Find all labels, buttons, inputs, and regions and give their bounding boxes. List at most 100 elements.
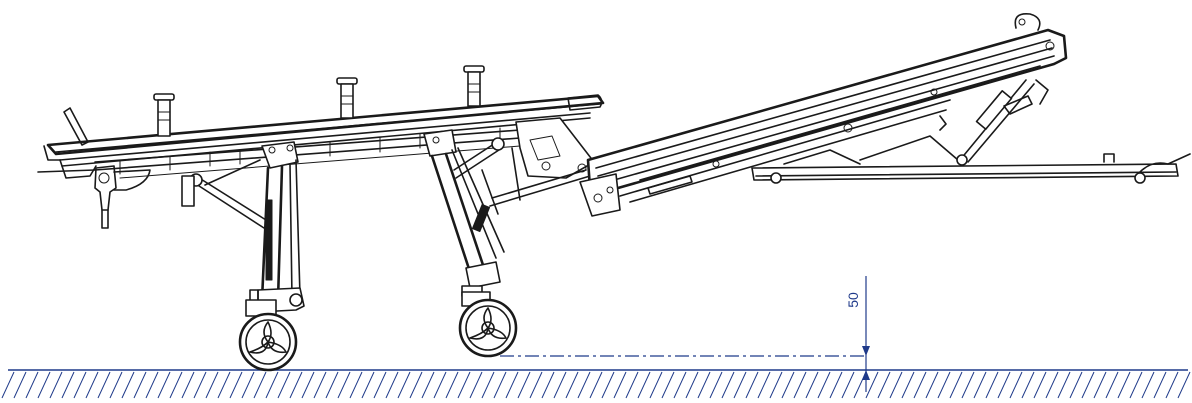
center-hinge (481, 117, 595, 215)
hatch-line (973, 371, 987, 399)
hatch-line (841, 371, 855, 399)
top-rail (46, 94, 605, 156)
hatch-line (541, 371, 555, 399)
hatch-line (1141, 371, 1155, 399)
hatch-line (709, 371, 723, 399)
hatch-line (397, 371, 411, 399)
ground-hatching (1, 371, 1191, 399)
hatch-line (685, 371, 699, 399)
dimension-arrow-bottom (862, 370, 870, 380)
hatch-line (109, 371, 123, 399)
hatch-line (997, 371, 1011, 399)
hatch-line (181, 371, 195, 399)
hatch-line (301, 371, 315, 399)
hatch-line (1009, 371, 1023, 399)
hatch-line (553, 371, 567, 399)
hatch-line (361, 371, 375, 399)
hatch-line (37, 371, 51, 399)
hatch-line (457, 371, 471, 399)
hatch-line (469, 371, 483, 399)
hatch-line (217, 371, 231, 399)
hatch-line (805, 371, 819, 399)
top-posts (153, 65, 485, 137)
hatch-line (937, 371, 951, 399)
hatch-line (601, 371, 615, 399)
hatch-line (637, 371, 651, 399)
hatch-line (97, 371, 111, 399)
hatch-line (325, 371, 339, 399)
hatch-line (157, 371, 171, 399)
hatch-line (85, 371, 99, 399)
dimension-value: 50 (845, 292, 861, 308)
hatch-line (613, 371, 627, 399)
hatch-line (433, 371, 447, 399)
hatch-line (1177, 371, 1191, 399)
head-support (94, 165, 151, 229)
dimension-arrow-top (862, 346, 870, 356)
hatch-line (745, 371, 759, 399)
hatch-line (349, 371, 363, 399)
top-post-2 (336, 77, 358, 119)
hatch-line (793, 371, 807, 399)
inclined-ramp (579, 12, 1068, 217)
hatch-line (721, 371, 735, 399)
hatch-line (901, 371, 915, 399)
hatch-line (313, 371, 327, 399)
hatch-line (1021, 371, 1035, 399)
hatch-line (241, 371, 255, 399)
hatch-line (517, 371, 531, 399)
hatch-line (865, 371, 879, 399)
hatch-line (49, 371, 63, 399)
hatch-line (289, 371, 303, 399)
hatch-line (697, 371, 711, 399)
hatch-line (193, 371, 207, 399)
hatch-line (949, 371, 963, 399)
hatch-line (1165, 371, 1179, 399)
hatch-line (73, 371, 87, 399)
hatch-line (577, 371, 591, 399)
hatch-line (1105, 371, 1119, 399)
hatch-line (481, 371, 495, 399)
hatch-line (13, 371, 27, 399)
hatch-line (61, 371, 75, 399)
hatch-line (265, 371, 279, 399)
hatch-line (205, 371, 219, 399)
left-wheel (238, 299, 298, 372)
hatch-line (769, 371, 783, 399)
hatch-line (925, 371, 939, 399)
hatch-line (889, 371, 903, 399)
hatch-line (409, 371, 423, 399)
hatch-line (625, 371, 639, 399)
ground-clearance-dimension: 50 (500, 276, 870, 392)
hatch-line (133, 371, 147, 399)
hatch-line (25, 371, 39, 399)
hatch-line (757, 371, 771, 399)
hatch-line (733, 371, 747, 399)
hatch-line (529, 371, 543, 399)
hatch-line (505, 371, 519, 399)
top-post-3 (463, 65, 485, 107)
hatch-line (169, 371, 183, 399)
left-leg (181, 141, 305, 313)
hatch-line (1033, 371, 1047, 399)
left-handle (63, 107, 89, 146)
hatch-line (565, 371, 579, 399)
ramp-support-base (751, 79, 1191, 184)
hatch-line (661, 371, 675, 399)
hatch-line (1045, 371, 1059, 399)
hatch-line (781, 371, 795, 399)
hatch-line (961, 371, 975, 399)
hatch-line (817, 371, 831, 399)
ground (1, 369, 1191, 399)
right-leg (423, 129, 505, 297)
hatch-line (1057, 371, 1071, 399)
top-post-1 (153, 93, 175, 137)
right-wheel (458, 291, 518, 358)
hatch-line (1117, 371, 1131, 399)
hatch-line (673, 371, 687, 399)
hatch-line (829, 371, 843, 399)
hatch-line (1, 371, 15, 399)
hatch-line (277, 371, 291, 399)
hatch-line (649, 371, 663, 399)
